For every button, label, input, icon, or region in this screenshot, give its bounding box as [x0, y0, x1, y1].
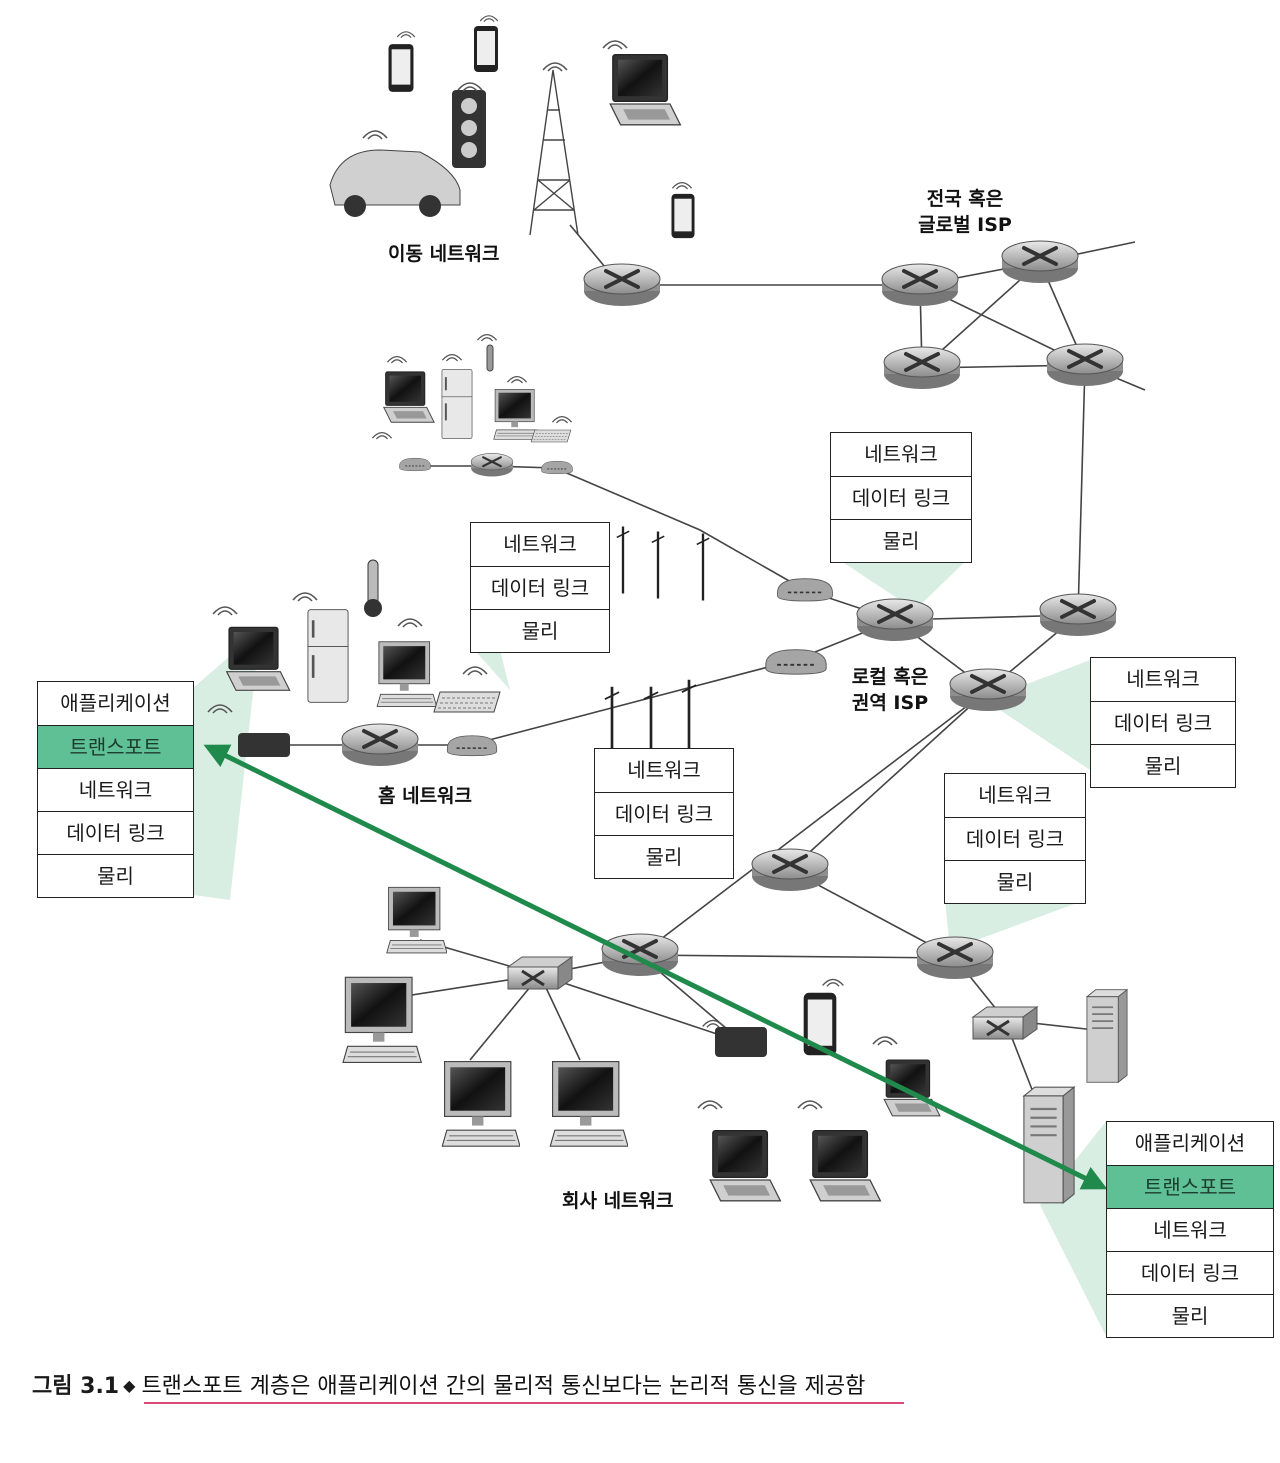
layer-network: 네트워크 — [627, 758, 701, 782]
layer-network: 네트워크 — [864, 442, 938, 466]
caption-text: 트랜스포트 계층은 애플리케이션 간의 물리적 통신보다는 논리적 통신을 제공… — [141, 1374, 866, 1399]
layer-network: 네트워크 — [978, 783, 1052, 807]
label-enterprise-network: 회사 네트워크 — [562, 1190, 674, 1212]
layer-physical: 물리 — [1107, 1294, 1273, 1337]
home-network-devices — [207, 559, 501, 714]
layer-transport: 트랜스포트 — [38, 725, 193, 768]
label-global-isp-line2: 글로벌 ISP — [918, 214, 1012, 236]
host-stack-right: 애플리케이션 트랜스포트 네트워크 데이터 링크 물리 — [1106, 1121, 1274, 1338]
figure-caption: 그림 3.1◆ 트랜스포트 계층은 애플리케이션 간의 물리적 통신보다는 논리적… — [32, 1368, 1262, 1408]
figure-number: 그림 3.1 — [32, 1374, 120, 1399]
layer-data-link: 데이터 링크 — [945, 817, 1085, 860]
layer-physical: 물리 — [38, 854, 193, 897]
layer-physical: 물리 — [471, 609, 609, 652]
utility-poles — [603, 525, 711, 765]
layer-data-link: 데이터 링크 — [471, 566, 609, 609]
label-home-network: 홈 네트워크 — [378, 785, 473, 807]
layer-network: 네트워크 — [1107, 1208, 1273, 1251]
diamond-icon: ◆ — [123, 1376, 136, 1395]
layer-physical: 물리 — [1091, 744, 1235, 787]
logical-communication-arrow — [203, 744, 1108, 1190]
layer-application: 애플리케이션 — [1134, 1131, 1246, 1155]
layer-physical: 물리 — [595, 835, 733, 878]
caption-underline — [144, 1402, 904, 1404]
label-regional-isp-line2: 권역 ISP — [851, 692, 929, 714]
router-stack-home: 네트워크 데이터 링크 물리 — [470, 522, 610, 653]
layer-data-link: 데이터 링크 — [1091, 701, 1235, 744]
label-mobile-network: 이동 네트워크 — [388, 243, 500, 265]
label-global-isp: 전국 혹은 글로벌 ISP — [910, 186, 1020, 238]
router-stack-regional: 네트워크 데이터 링크 물리 — [830, 432, 972, 563]
router-stack-enterprise: 네트워크 데이터 링크 물리 — [944, 773, 1086, 904]
layer-network: 네트워크 — [503, 532, 577, 556]
layer-network: 네트워크 — [1126, 667, 1200, 691]
layer-network: 네트워크 — [38, 768, 193, 811]
layer-data-link: 데이터 링크 — [1107, 1251, 1273, 1294]
layer-transport: 트랜스포트 — [1107, 1165, 1273, 1208]
layer-data-link: 데이터 링크 — [38, 811, 193, 854]
router-stack-center: 네트워크 데이터 링크 물리 — [594, 748, 734, 879]
layer-application: 애플리케이션 — [60, 691, 171, 715]
layer-data-link: 데이터 링크 — [831, 476, 971, 519]
label-regional-isp-line1: 로컬 혹은 — [851, 666, 929, 688]
upper-home-devices — [371, 333, 573, 443]
router-stack-right: 네트워크 데이터 링크 물리 — [1090, 657, 1236, 788]
layer-physical: 물리 — [831, 519, 971, 562]
host-stack-left: 애플리케이션 트랜스포트 네트워크 데이터 링크 물리 — [37, 681, 194, 898]
mobile-devices — [329, 15, 695, 239]
cell-tower — [529, 69, 579, 236]
label-regional-isp: 로컬 혹은 권역 ISP — [835, 664, 945, 716]
layer-physical: 물리 — [945, 860, 1085, 903]
label-global-isp-line1: 전국 혹은 — [926, 188, 1004, 210]
layer-data-link: 데이터 링크 — [595, 792, 733, 835]
